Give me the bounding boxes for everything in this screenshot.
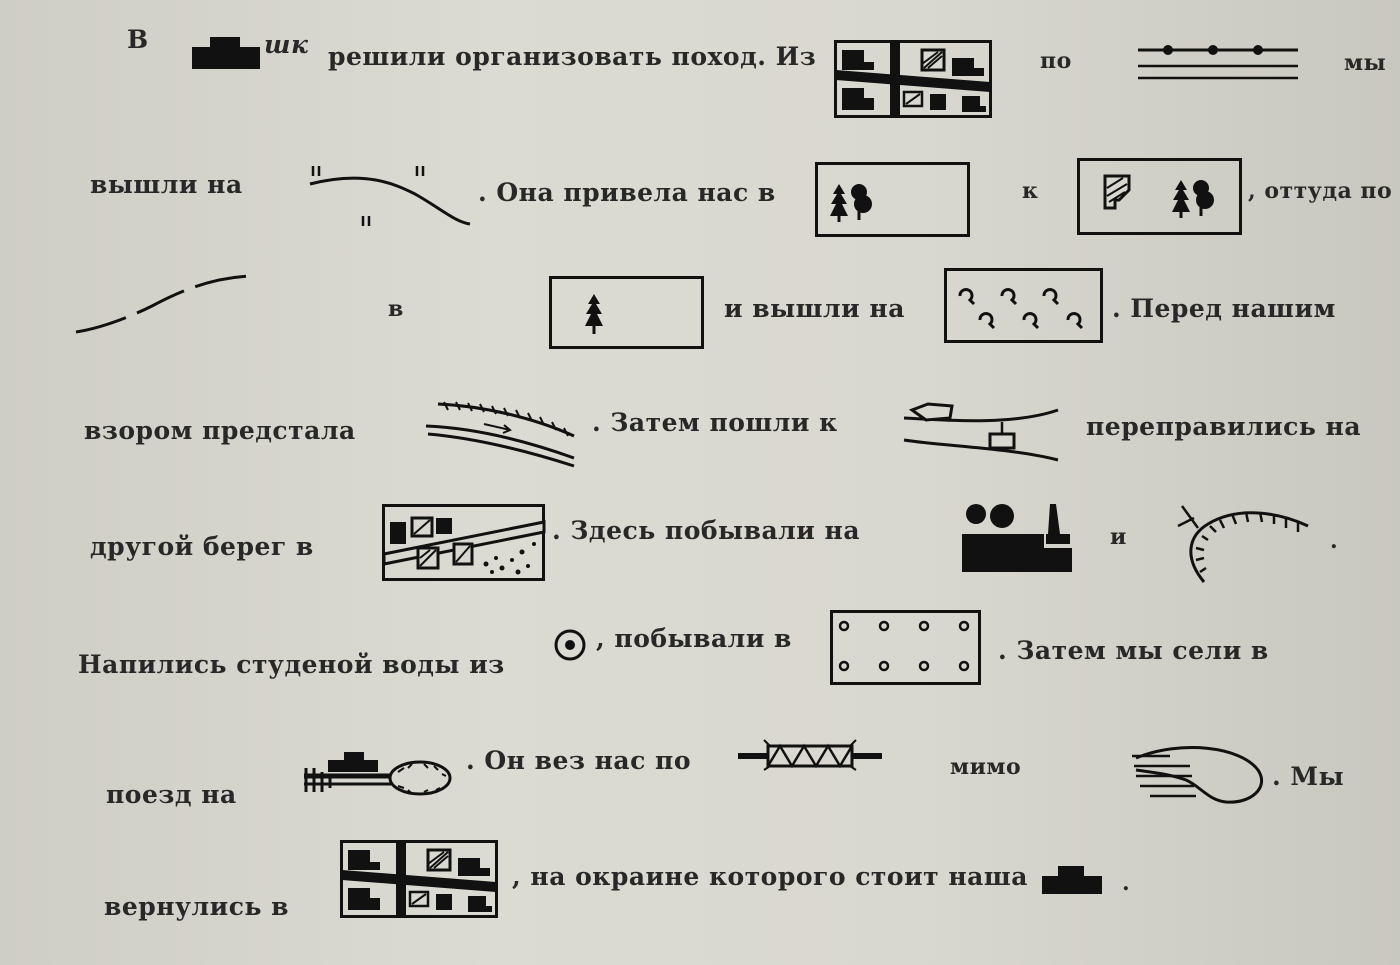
text-s05: мы [1344,50,1387,76]
text-s17: . Здесь побывали на [552,516,861,545]
text-s26: . Мы [1272,762,1345,791]
text-s07: . Она привела нас в [478,178,776,207]
text-s01: В [127,25,149,54]
railway-station-icon [298,748,460,798]
railway-bridge-icon [738,739,884,771]
spring-icon [553,628,587,662]
text-s29: . [1122,870,1131,896]
text-s03: решили организовать поход. Из [328,42,817,71]
orchard-icon [830,610,982,686]
village-icon [382,504,546,582]
text-s15: переправились на [1086,412,1362,441]
text-s21: , побывали в [596,624,792,653]
text-s27: вернулись в [104,892,289,921]
text-s22: . Затем мы сели в [998,636,1269,665]
text-s20: Напились студеной воды из [78,650,505,679]
text-s16: другой берег в [90,532,314,561]
text-s11: и вышли на [724,294,905,323]
coniferous-forest-icon [549,276,705,350]
forester-house-forest-icon [1077,158,1243,236]
text-s13: взором предстала [84,416,356,445]
cart-road-icon [305,160,475,232]
lake-icon [1130,740,1270,806]
town-icon [834,40,994,120]
text-s23: поезд на [106,780,237,809]
river-icon [424,398,580,468]
building-icon [192,37,262,71]
text-s28: , на окраине которого стоит наша [512,862,1028,891]
text-s14: . Затем пошли к [592,408,838,437]
text-s18: и [1110,524,1127,550]
text-s08: к [1022,178,1039,204]
text-s09: , оттуда по [1248,178,1393,204]
shrubs-icon [944,268,1104,344]
text-s24: . Он вез нас по [466,746,692,775]
railway-icon [1138,42,1300,84]
ravine-icon [1168,498,1310,586]
text-s10: в [388,296,404,322]
text-s19: . [1330,528,1339,554]
text-s12: . Перед нашим [1112,294,1336,323]
text-s02: шк [264,30,309,59]
text-s04: по [1040,48,1072,74]
factory-icon [962,504,1074,572]
field-path-icon [72,272,254,338]
town-icon [340,840,500,920]
text-s25: мимо [950,754,1022,780]
building-icon [1042,866,1104,896]
text-s06: вышли на [90,170,243,199]
mixed-forest-icon [815,162,971,238]
ferry-icon [902,396,1062,466]
